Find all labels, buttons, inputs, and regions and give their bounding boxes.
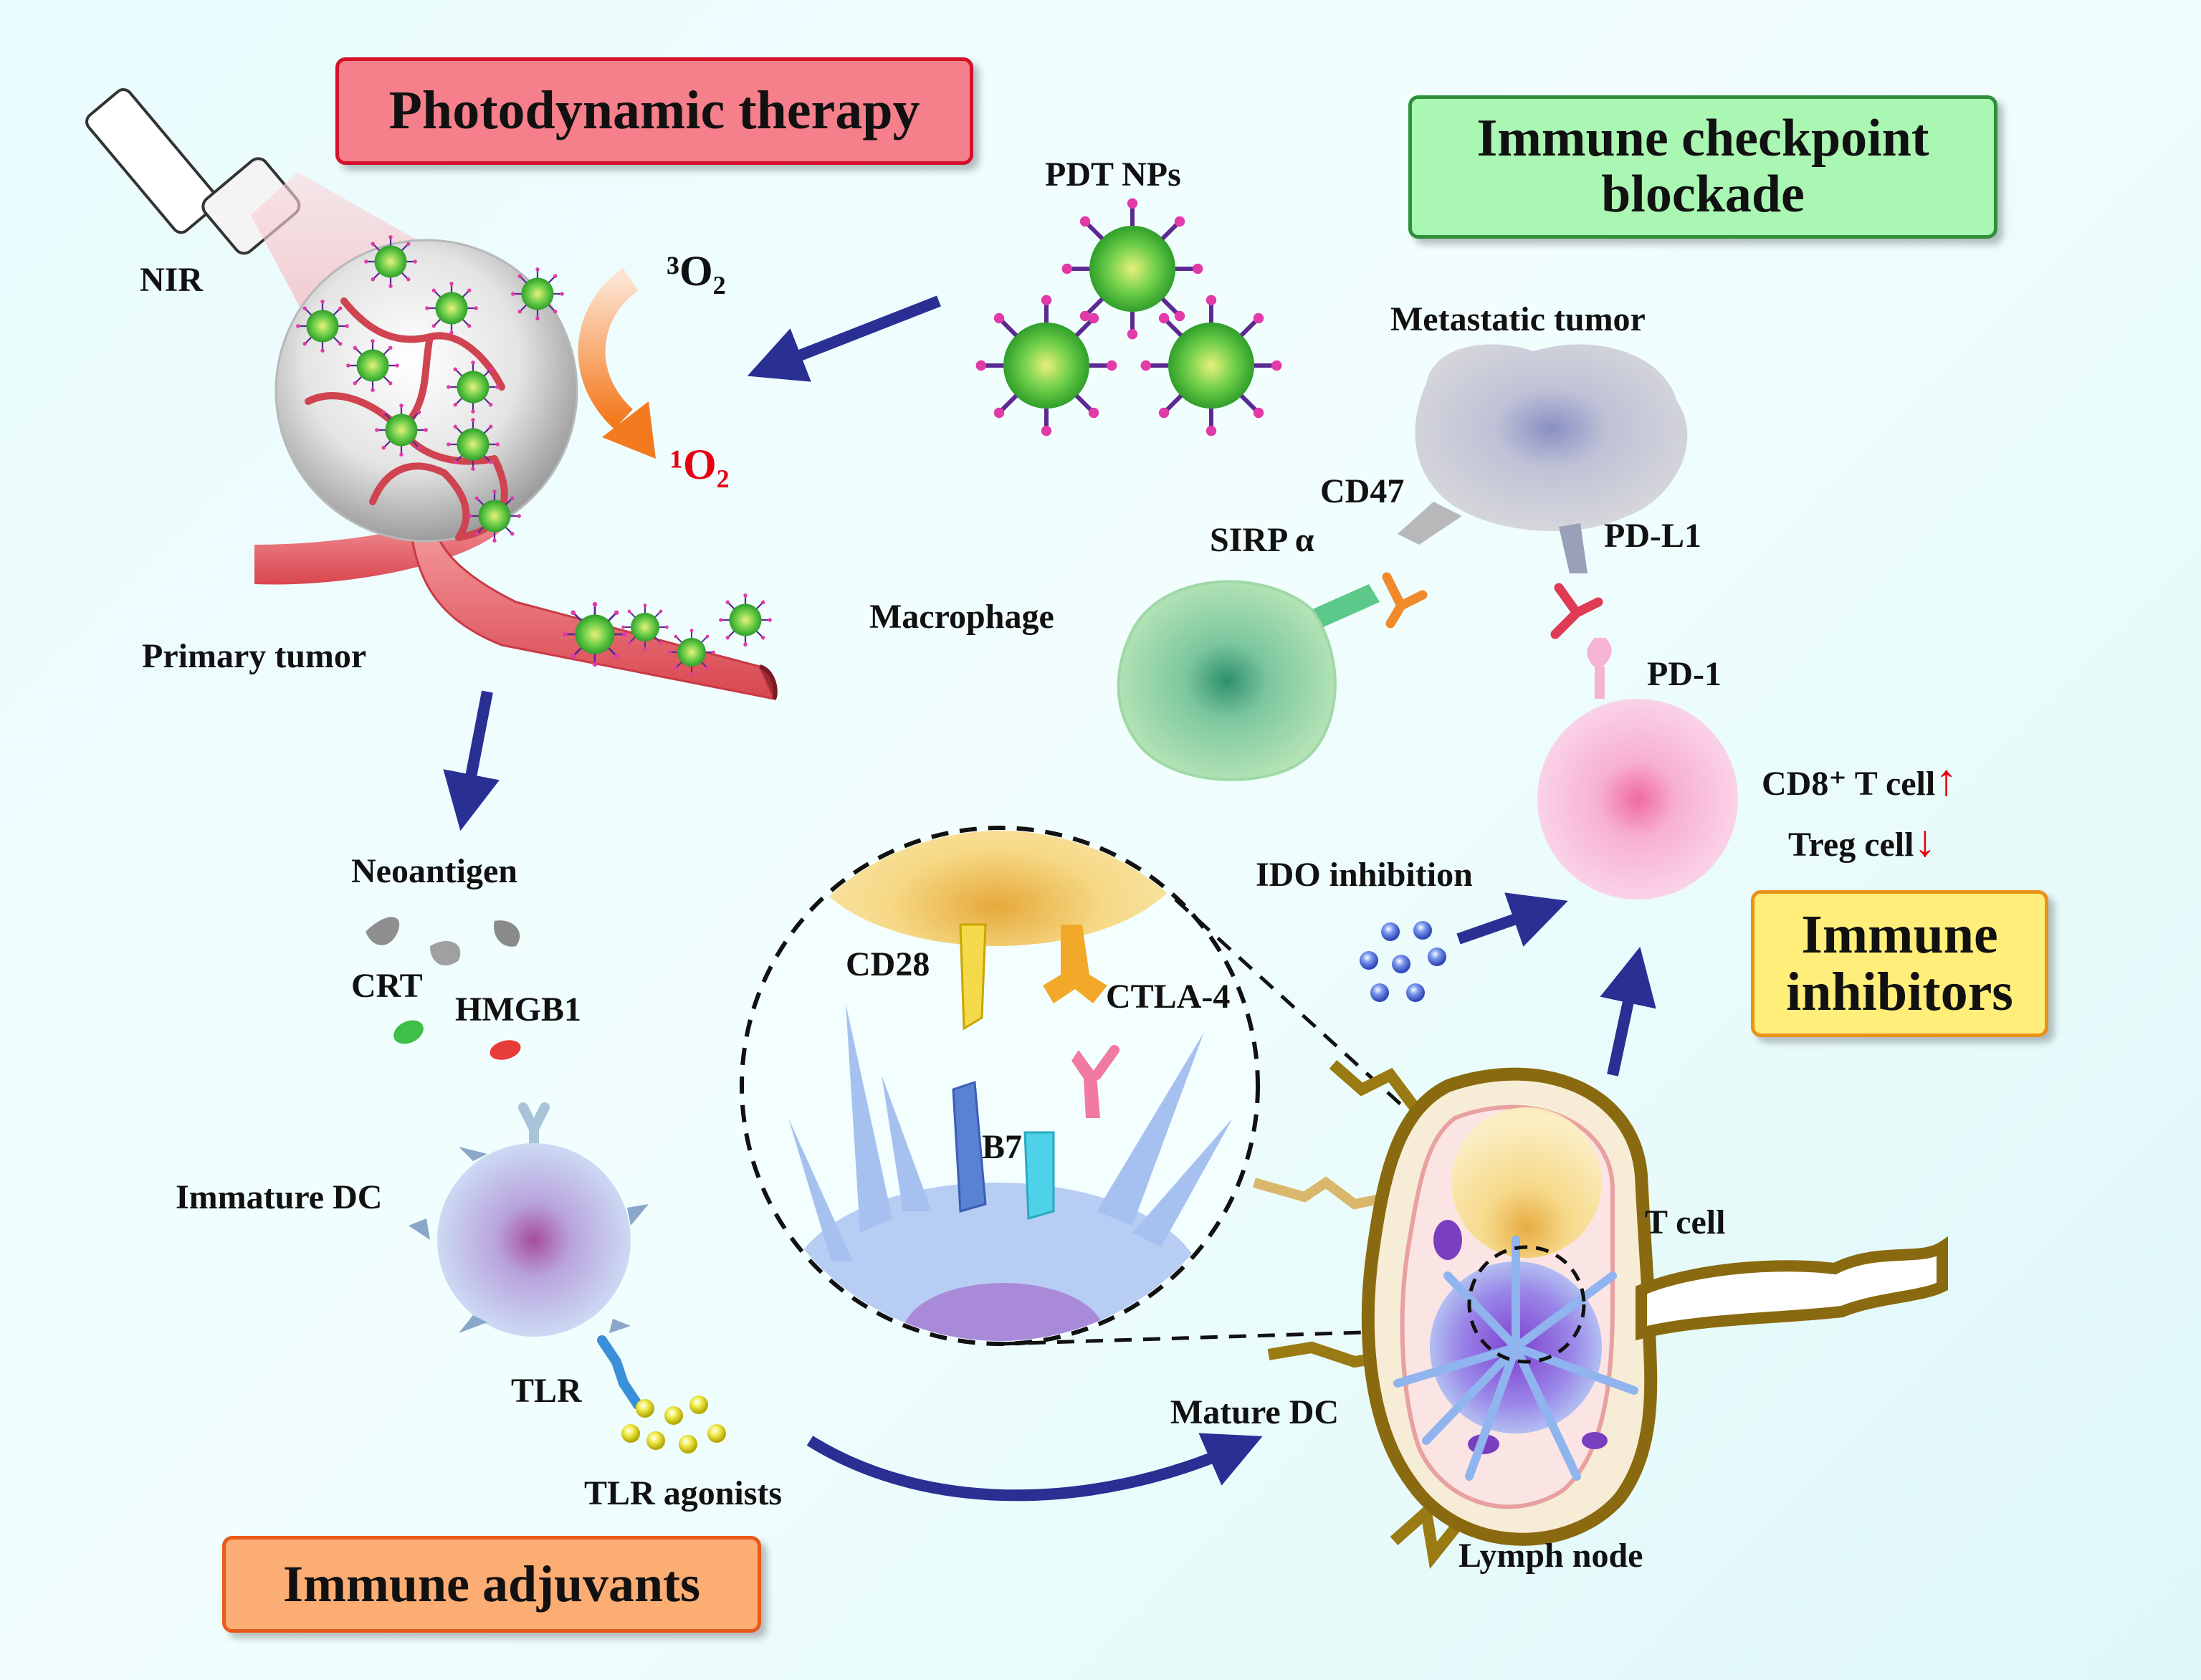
label-lymph-node: Lymph node <box>1458 1537 1643 1575</box>
primary-tumor-icon <box>254 234 778 701</box>
treg-text: Treg cell <box>1788 826 1914 864</box>
label-treg: Treg cell↓ <box>1788 817 1936 866</box>
label-metastatic-tumor: Metastatic tumor <box>1390 300 1646 338</box>
immune-synapse-zoom-icon <box>740 826 1532 1346</box>
label-crt: CRT <box>351 967 423 1005</box>
label-ido-inhibition: IDO inhibition <box>1256 856 1473 894</box>
flow-arrows <box>443 295 1656 1502</box>
immune-checkpoint-line2: blockade <box>1601 165 1805 224</box>
photodynamic-therapy-title: Photodynamic therapy <box>335 57 973 165</box>
label-primary-tumor: Primary tumor <box>142 637 367 675</box>
immune-checkpoint-line1: Immune checkpoint <box>1476 109 1929 168</box>
ido-inhibitor-dots-icon <box>1360 921 1446 1002</box>
label-t-cell: T cell <box>1645 1203 1726 1241</box>
oxygen-conversion-arrow <box>578 268 656 459</box>
label-o2-triplet: ³O₂ <box>667 247 726 295</box>
label-b7: B7 <box>982 1128 1023 1166</box>
cd8-text: CD8⁺ T cell <box>1762 765 1936 803</box>
label-pd1: PD-1 <box>1647 655 1722 693</box>
label-ctla4: CTLA-4 <box>1106 978 1231 1016</box>
immune-adjuvants-title: Immune adjuvants <box>222 1536 761 1633</box>
label-cd8: CD8⁺ T cell↑ <box>1762 756 1957 805</box>
neoantigen-fragments-icon <box>366 917 520 966</box>
label-cd47: CD47 <box>1320 472 1405 510</box>
photodynamic-therapy-label: Photodynamic therapy <box>388 80 920 141</box>
immune-inhibitors-line1: Immune <box>1801 904 1998 965</box>
crt-icon <box>393 1020 424 1044</box>
label-o2-singlet: ¹O₂ <box>670 441 730 488</box>
label-pdl1: PD-L1 <box>1604 517 1701 555</box>
immature-dc-icon <box>409 1102 649 1410</box>
label-tlr-agonists: TLR agonists <box>584 1474 783 1512</box>
immune-checkpoint-blockade-title: Immune checkpoint blockade <box>1408 95 1997 239</box>
hmgb1-icon <box>490 1040 521 1060</box>
immune-adjuvants-label: Immune adjuvants <box>282 1555 701 1613</box>
macrophage-icon <box>1117 580 1337 781</box>
cd47-sirp-antibody-icon <box>1304 572 1428 631</box>
up-arrow-icon: ↑ <box>1935 756 1958 805</box>
label-cd28: CD28 <box>846 945 930 983</box>
label-neoantigen: Neoantigen <box>351 852 517 890</box>
label-mature-dc: Mature DC <box>1170 1393 1340 1431</box>
label-pdt-nps: PDT NPs <box>1045 156 1181 194</box>
label-sirp: SIRP α <box>1210 521 1314 559</box>
immune-inhibitors-line2: inhibitors <box>1786 961 2013 1022</box>
label-tlr: TLR <box>511 1372 582 1410</box>
label-macrophage: Macrophage <box>869 598 1054 636</box>
pdt-nanoparticles-icon <box>976 199 1282 436</box>
label-hmgb1: HMGB1 <box>455 991 581 1028</box>
down-arrow-icon: ↓ <box>1914 817 1937 866</box>
pdl1-pd1-antibody-icon <box>1550 583 1612 699</box>
immune-inhibitors-title: Immune inhibitors <box>1751 890 2048 1037</box>
cd8-t-cell-icon <box>1537 699 1738 899</box>
tlr-agonist-dots-icon <box>621 1395 726 1454</box>
lymph-node-icon <box>1253 1059 1948 1569</box>
metastatic-tumor-icon <box>1398 344 1688 573</box>
label-immature-dc: Immature DC <box>176 1178 383 1216</box>
label-nir: NIR <box>140 261 204 299</box>
